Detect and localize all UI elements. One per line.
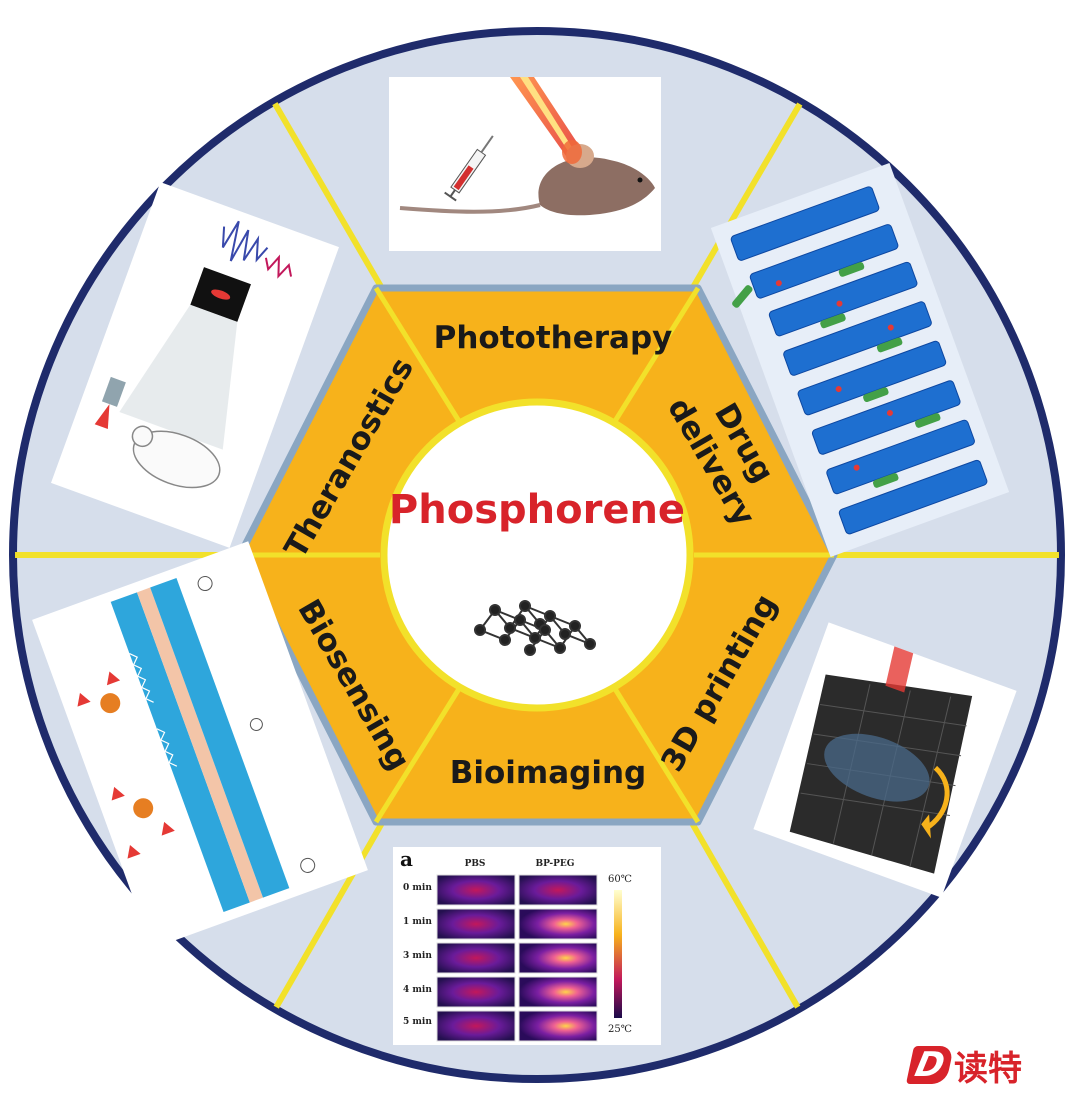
watermark-mark: D: [905, 1045, 955, 1085]
center-title: Phosphorene: [389, 487, 685, 533]
label-phototherapy: Phototherapy: [434, 320, 673, 356]
phototherapy-panel: [389, 77, 661, 251]
temperature-scale-bar: [614, 890, 622, 1018]
panel-letter: a: [400, 847, 413, 871]
biosensing-panel: [32, 541, 368, 949]
scale-min: 25℃: [608, 1024, 632, 1035]
bioimaging-panel: a PBS BP-PEG 0 min 1 min 3 min 4 min 5 m…: [393, 847, 661, 1045]
phosphorene-lattice-icon: [474, 600, 596, 656]
watermark-logo: D 读特: [905, 1040, 1022, 1090]
row-label: 3 min: [403, 951, 432, 961]
mouse-icon: [399, 140, 655, 216]
center-node: Phosphorene: [380, 398, 694, 712]
scale-max: 60℃: [608, 874, 632, 885]
row-label: 0 min: [403, 883, 432, 893]
row-label: 5 min: [403, 1017, 432, 1027]
theranostics-panel: [51, 182, 339, 548]
thermal-images: [436, 874, 598, 1042]
drug-delivery-panel: [710, 163, 1010, 557]
watermark-text: 读特: [954, 1048, 1022, 1089]
row-label: 1 min: [403, 917, 432, 927]
syringe-icon: [444, 135, 494, 202]
label-bioimaging: Bioimaging: [450, 755, 646, 791]
col-label-pbs: PBS: [465, 859, 486, 869]
col-label-bp-peg: BP-PEG: [536, 859, 575, 869]
3d-printing-panel: [753, 622, 1017, 898]
row-labels: 0 min 1 min 3 min 4 min 5 min: [403, 883, 432, 1027]
row-label: 4 min: [403, 985, 432, 995]
